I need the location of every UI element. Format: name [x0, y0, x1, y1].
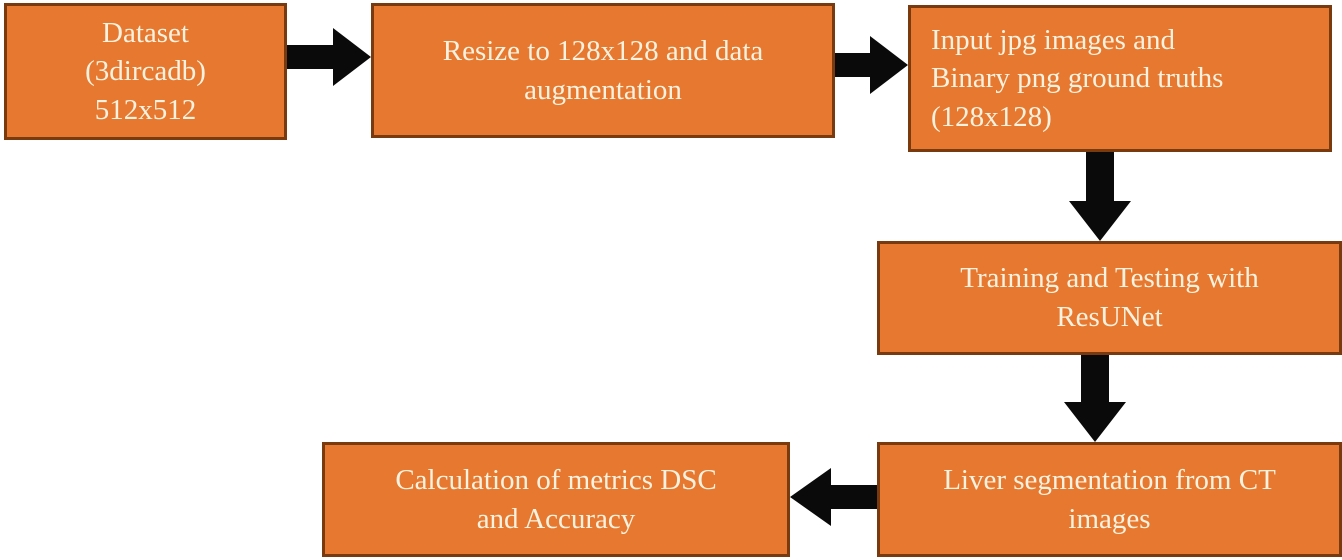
- flow-box-metrics: Calculation of metrics DSC and Accuracy: [322, 442, 790, 557]
- flow-box-input-images: Input jpg images and Binary png ground t…: [908, 5, 1332, 152]
- flow-box-dataset-label: Dataset (3dircadb) 512x512: [85, 16, 206, 126]
- flow-box-resize: Resize to 128x128 and data augmentation: [371, 3, 835, 138]
- arrow-down-input-to-training-icon: [1069, 152, 1131, 241]
- flow-box-resize-label: Resize to 128x128 and data augmentation: [442, 34, 764, 106]
- flow-box-training-label: Training and Testing with ResUNet: [960, 262, 1259, 333]
- flow-box-dataset: Dataset (3dircadb) 512x512: [4, 3, 287, 140]
- arrow-left-segmentation-to-metrics-icon: [790, 468, 877, 526]
- arrow-right-resize-to-input-icon: [835, 36, 908, 94]
- arrow-right-dataset-to-resize-icon: [287, 28, 371, 86]
- flow-box-segmentation-label: Liver segmentation from CT images: [943, 463, 1276, 535]
- flow-box-segmentation: Liver segmentation from CT images: [877, 442, 1342, 557]
- flow-box-metrics-label: Calculation of metrics DSC and Accuracy: [395, 463, 717, 535]
- flow-box-input-images-label: Input jpg images and Binary png ground t…: [931, 23, 1224, 133]
- flow-box-training: Training and Testing with ResUNet: [877, 241, 1342, 355]
- arrow-down-training-to-segmentation-icon: [1064, 355, 1126, 442]
